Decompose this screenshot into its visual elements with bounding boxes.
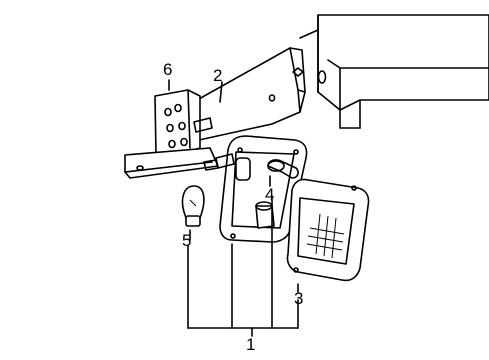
lamp-housing [203,135,308,243]
lamp-lens [286,178,370,282]
callout-3: 3 [294,289,304,308]
bulb-5 [181,185,205,227]
callout-2: 2 [213,66,223,85]
leader-lines [168,79,299,337]
mounting-bracket [124,47,306,179]
callout-1: 1 [246,335,256,354]
frame-rail [299,14,489,129]
callout-5: 5 [182,231,192,250]
callout-4: 4 [265,185,275,204]
callout-6: 6 [163,60,173,79]
